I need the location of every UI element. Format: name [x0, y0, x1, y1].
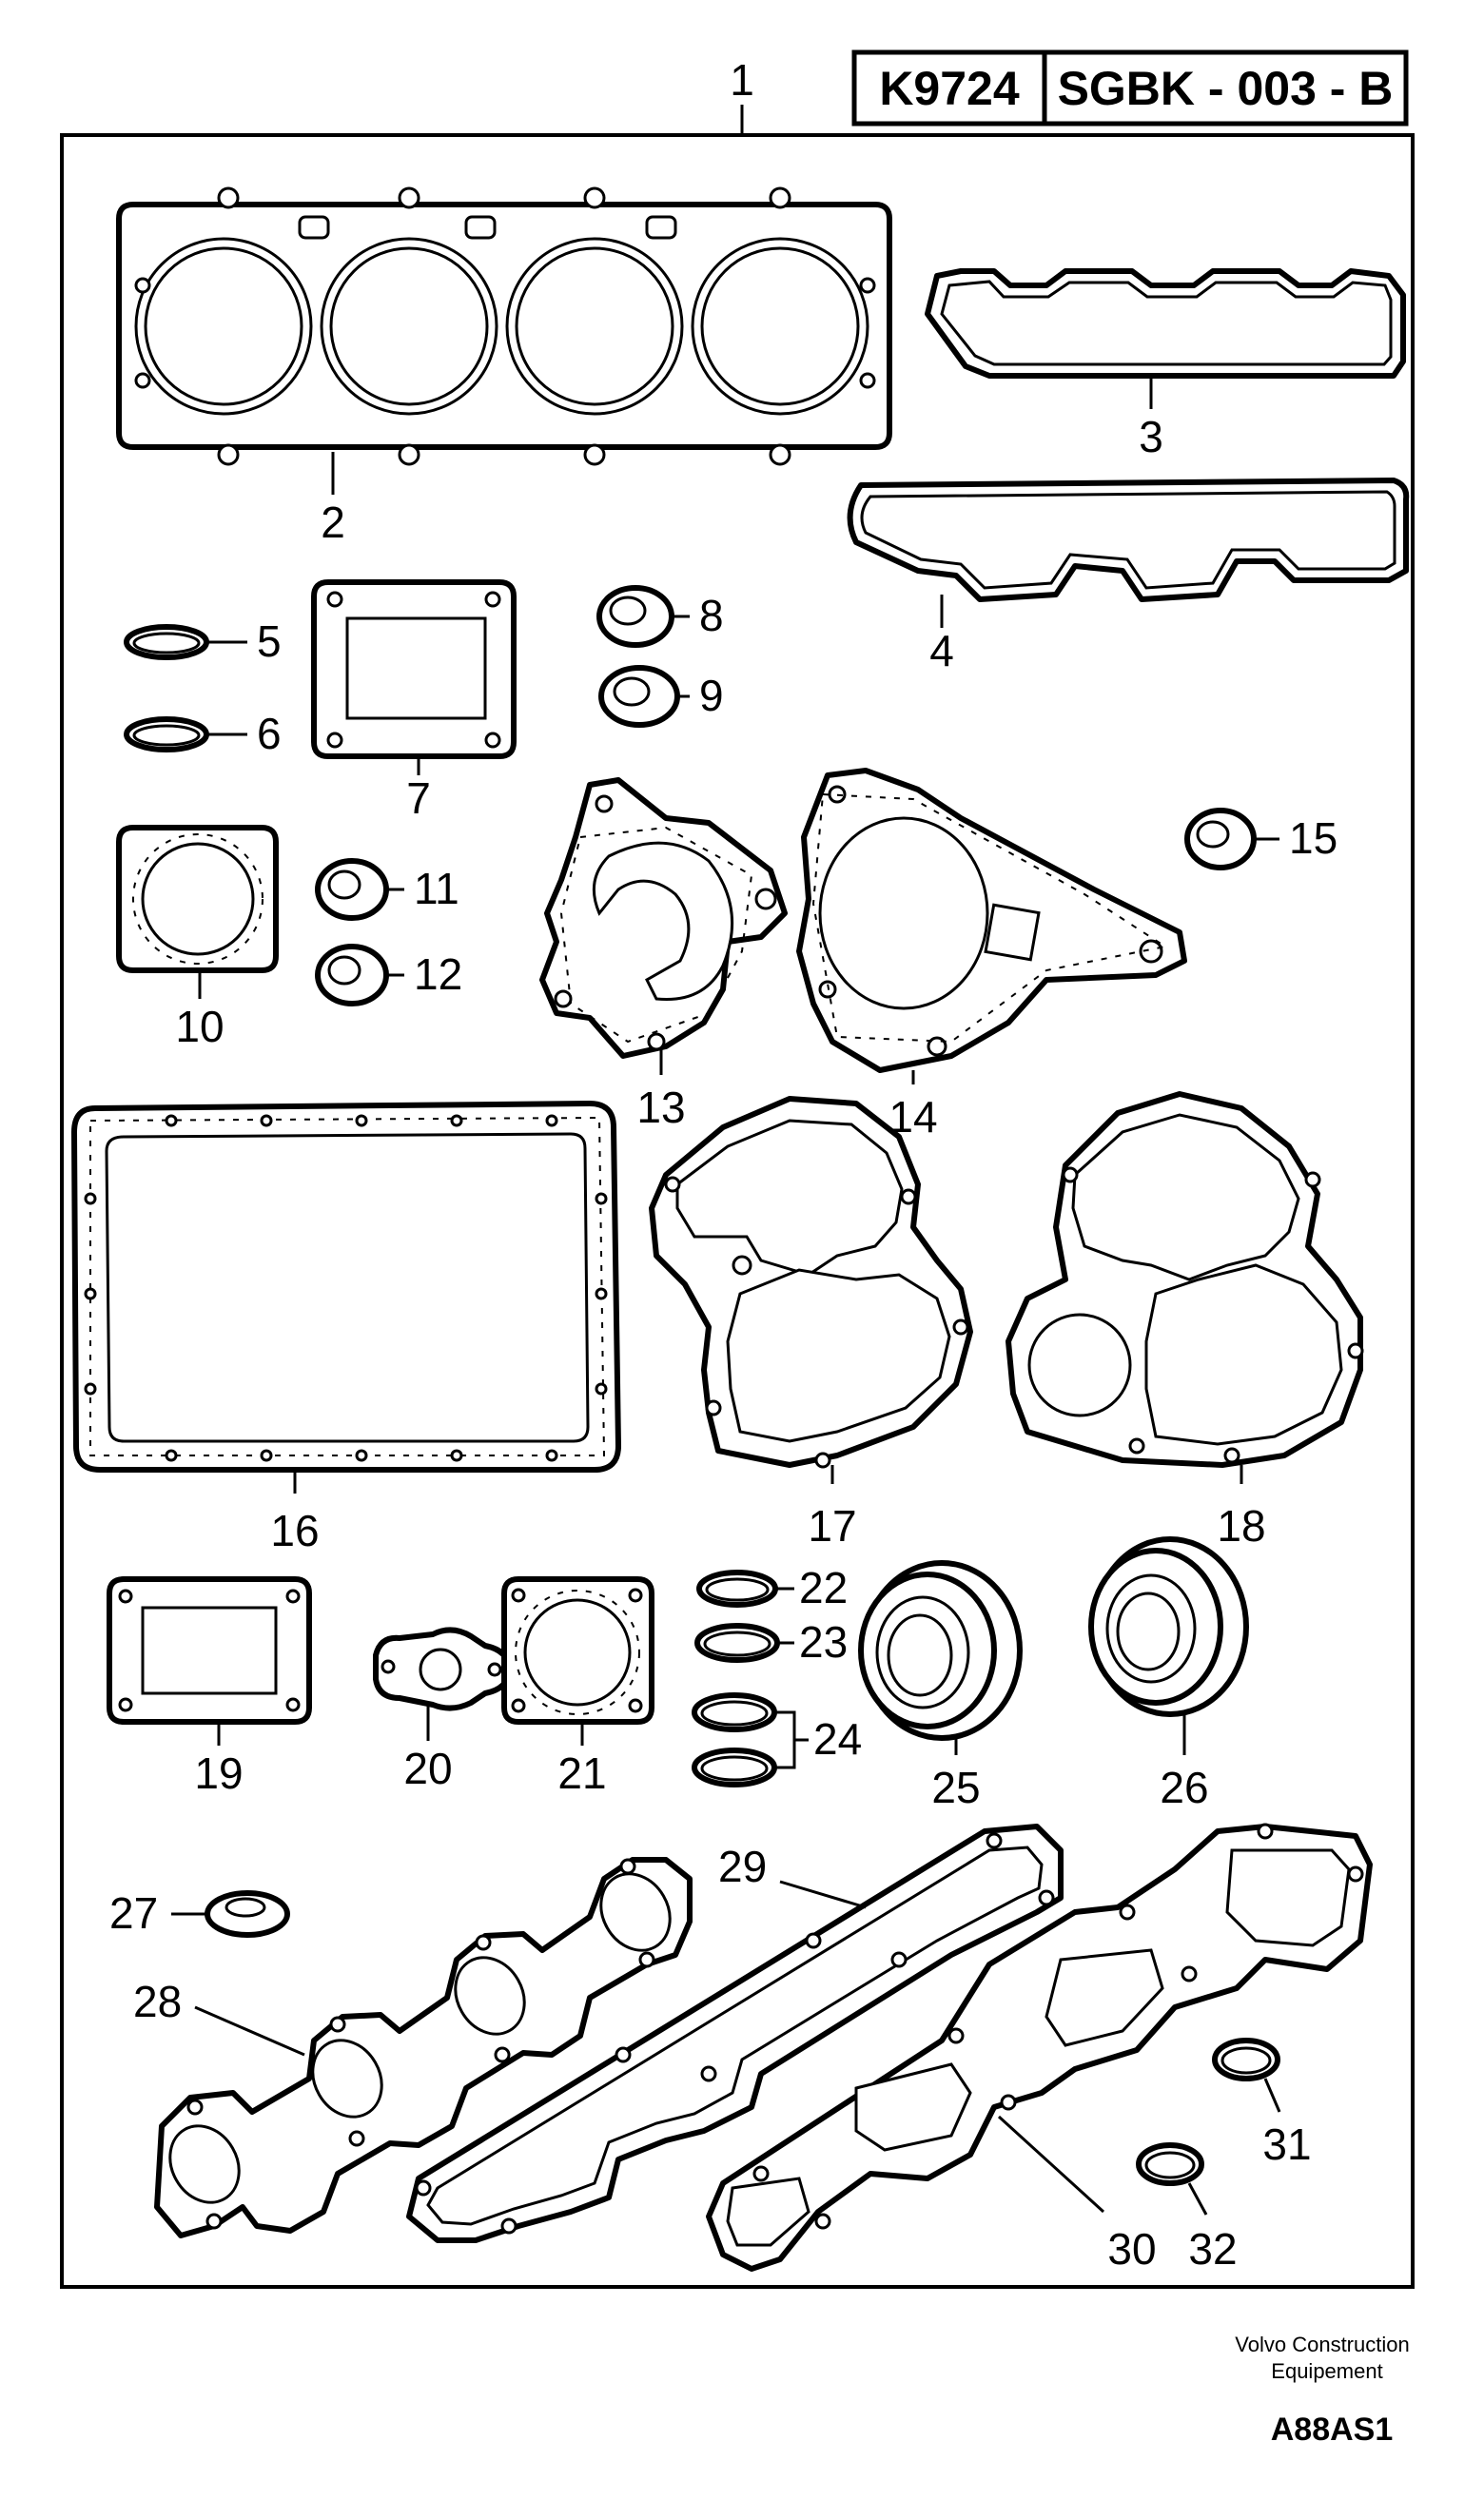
label-26: 26 — [1160, 1763, 1208, 1812]
seal-ring-12 — [315, 944, 389, 1006]
inlet-manifold-gasket-30 — [706, 1823, 1373, 2272]
assembly-frame: 1 — [60, 55, 1415, 2289]
label-29: 29 — [718, 1842, 767, 1891]
seal-ring-8 — [596, 585, 674, 648]
crankshaft-seal-25 — [858, 1560, 1023, 1741]
label-2: 2 — [321, 498, 345, 547]
label-8: 8 — [699, 591, 724, 640]
flange-gasket-7 — [311, 579, 517, 759]
seal-ring-15 — [1184, 808, 1257, 870]
label-17: 17 — [808, 1501, 856, 1551]
label-25: 25 — [931, 1763, 980, 1812]
label-24: 24 — [813, 1714, 862, 1764]
o-ring-32 — [1136, 2142, 1204, 2186]
label-23: 23 — [799, 1617, 848, 1667]
exhaust-manifold-gasket — [154, 1857, 693, 2238]
o-ring-23 — [694, 1623, 780, 1663]
label-30: 30 — [1107, 2224, 1156, 2274]
label-19: 19 — [194, 1748, 243, 1798]
oval-gasket-20 — [373, 1627, 512, 1711]
o-ring-22 — [696, 1570, 778, 1608]
o-ring-31 — [1212, 2038, 1280, 2081]
o-ring-24-upper — [692, 1692, 777, 1732]
label-4: 4 — [929, 626, 954, 675]
label-15: 15 — [1289, 813, 1338, 863]
o-ring-24-lower — [692, 1748, 777, 1787]
label-13: 13 — [636, 1083, 685, 1132]
seal-ring-11 — [315, 858, 389, 921]
crankshaft-seal-26 — [1088, 1536, 1249, 1717]
timing-cover-gasket-17 — [649, 1096, 973, 1469]
label-21: 21 — [557, 1748, 606, 1798]
square-gasket-10 — [116, 825, 279, 973]
footer: Volvo Construction Equipement A88AS1 — [1235, 2333, 1409, 2448]
square-gasket-21 — [501, 1576, 654, 1725]
label-22: 22 — [799, 1563, 848, 1612]
label-16: 16 — [270, 1506, 319, 1555]
timing-cover-gasket-18 — [1006, 1091, 1364, 1468]
footer-drawing-id: A88AS1 — [1271, 2412, 1394, 2448]
inlet-manifold-gasket-29 — [406, 1824, 1064, 2243]
label-5: 5 — [257, 616, 282, 666]
label-28: 28 — [133, 1977, 182, 2026]
label-27: 27 — [109, 1888, 158, 1938]
small-seal-27 — [205, 1890, 290, 1938]
cylinder-head-gasket — [116, 186, 892, 466]
header-code-box: K9724 SGBK - 003 - B — [851, 49, 1409, 127]
header-right-code: SGBK - 003 - B — [1058, 62, 1394, 115]
rocker-cover-gasket — [925, 268, 1406, 379]
o-ring-6 — [124, 716, 209, 752]
label-6: 6 — [257, 709, 282, 758]
valve-cover-gasket — [847, 478, 1410, 602]
label-3: 3 — [1139, 412, 1163, 461]
cover-gasket-13 — [539, 777, 788, 1059]
label-31: 31 — [1262, 2119, 1311, 2169]
label-12: 12 — [414, 949, 462, 999]
timing-housing-gasket-14 — [796, 768, 1187, 1073]
label-10: 10 — [175, 1002, 224, 1051]
oil-pan-gasket — [71, 1101, 621, 1473]
label-7: 7 — [406, 773, 431, 823]
o-ring-5 — [124, 624, 209, 660]
label-32: 32 — [1188, 2224, 1237, 2274]
footer-company-line1: Volvo Construction — [1235, 2333, 1409, 2356]
seal-ring-9 — [598, 665, 680, 728]
label-11: 11 — [414, 864, 459, 913]
label-9: 9 — [699, 671, 724, 720]
flange-gasket-19 — [107, 1576, 312, 1725]
label-1: 1 — [730, 55, 754, 105]
label-20: 20 — [403, 1744, 452, 1793]
label-18: 18 — [1217, 1501, 1265, 1551]
header-left-code: K9724 — [879, 62, 1020, 115]
footer-company-line2: Equipement — [1271, 2359, 1382, 2383]
